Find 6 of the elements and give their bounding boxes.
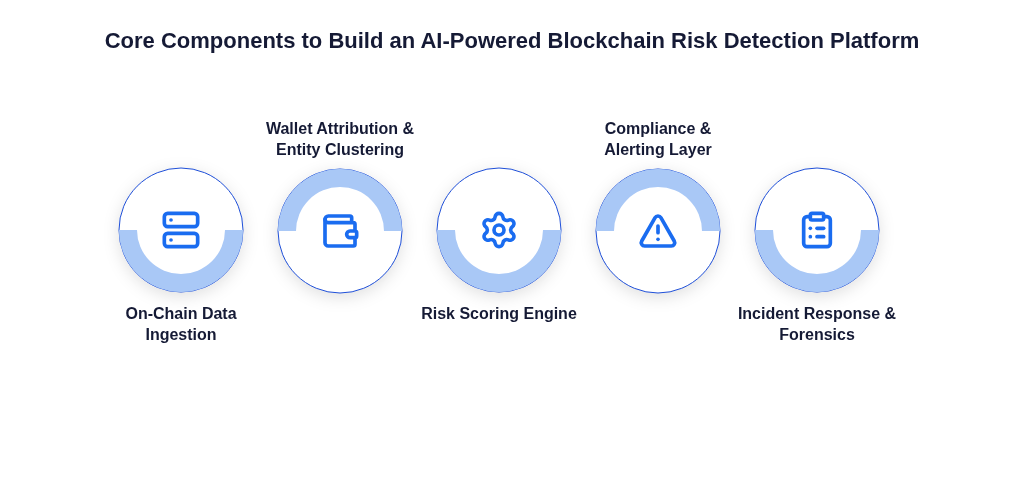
component-label: Risk Scoring Engine: [420, 304, 578, 324]
component-label: Incident Response & Forensics: [736, 304, 898, 345]
component-label: On-Chain Data Ingestion: [124, 304, 238, 345]
component-label: Compliance & Alerting Layer: [603, 119, 713, 160]
component-label: Wallet Attribution & Entity Clustering: [264, 119, 416, 160]
title: Core Components to Build an AI-Powered Blockchain Risk Detection Platform: [103, 27, 921, 55]
